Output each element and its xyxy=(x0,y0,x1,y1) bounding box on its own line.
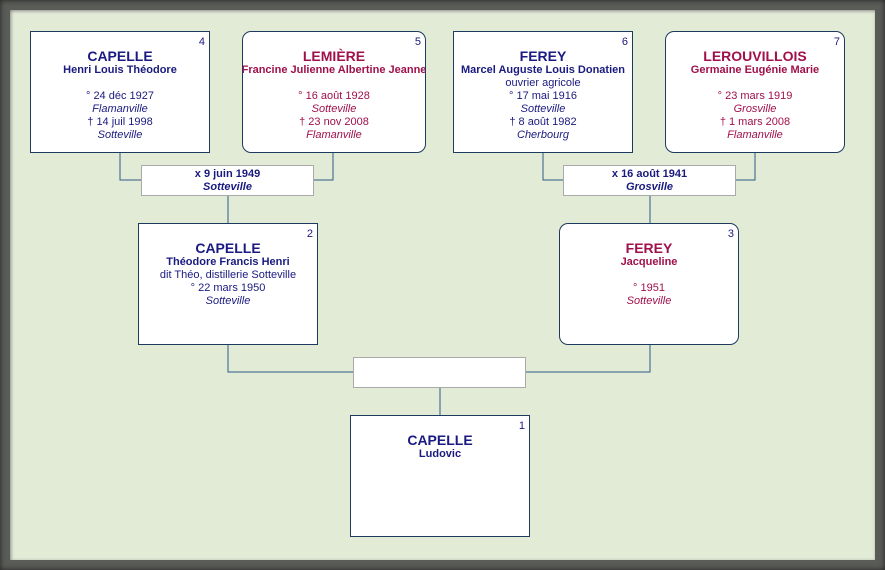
given-names: Henri Louis Théodore xyxy=(63,64,177,76)
birth-date: ° 16 août 1928 xyxy=(298,90,370,102)
person-card-4[interactable]: 4 CAPELLE Henri Louis Théodore ° 24 déc … xyxy=(30,31,210,153)
birth-place: Sotteville xyxy=(205,295,251,307)
marriage-date: x 9 juin 1949 xyxy=(194,168,261,180)
person-card-1[interactable]: 1 CAPELLE Ludovic xyxy=(350,415,530,537)
death-place: Sotteville xyxy=(97,129,143,141)
surname: LEROUVILLOIS xyxy=(703,48,807,64)
death-date: † 1 mars 2008 xyxy=(719,116,791,128)
birth-place: Sotteville xyxy=(311,103,357,115)
surname: FEREY xyxy=(625,240,673,256)
birth-date: ° 1951 xyxy=(633,282,665,294)
occupation: ouvrier agricole xyxy=(505,77,581,89)
marriage-box-4-5[interactable]: x 9 juin 1949 Sotteville xyxy=(141,165,314,196)
person-card-6[interactable]: 6 FEREY Marcel Auguste Louis Donatien ou… xyxy=(453,31,633,153)
person-card-3[interactable]: 3 FEREY Jacqueline ° 1951 Sotteville xyxy=(559,223,739,345)
sosa-number: 5 xyxy=(414,36,421,48)
surname: CAPELLE xyxy=(87,48,153,64)
marriage-date: x 16 août 1941 xyxy=(611,168,688,180)
given-names: Marcel Auguste Louis Donatien xyxy=(460,64,625,76)
given-names: Ludovic xyxy=(418,448,462,460)
surname: LEMIÈRE xyxy=(302,48,366,64)
birth-date: ° 24 déc 1927 xyxy=(85,90,154,102)
sosa-number: 4 xyxy=(198,36,205,48)
given-names-wrap: Francine Julienne Albertine Jeanne xyxy=(243,64,425,77)
given-names: Jacqueline xyxy=(620,256,678,268)
sosa-number: 6 xyxy=(621,36,628,48)
birth-place: Sotteville xyxy=(626,295,672,307)
sosa-number: 1 xyxy=(518,420,525,432)
death-place: Cherbourg xyxy=(517,129,569,141)
sosa-number: 7 xyxy=(833,36,840,48)
marriage-place: Sotteville xyxy=(203,181,252,193)
sosa-number: 3 xyxy=(727,228,734,240)
death-date: † 8 août 1982 xyxy=(509,116,577,128)
birth-date: ° 17 mai 1916 xyxy=(509,90,577,102)
birth-place: Sotteville xyxy=(520,103,566,115)
given-names: Germaine Eugénie Marie xyxy=(690,64,820,76)
given-names: Francine Julienne Albertine Jeanne xyxy=(243,64,425,76)
death-place: Flamanville xyxy=(306,129,362,141)
birth-place: Grosville xyxy=(733,103,777,115)
surname: CAPELLE xyxy=(195,240,261,256)
marriage-box-2-3[interactable] xyxy=(353,357,526,388)
person-card-2[interactable]: 2 CAPELLE Théodore Francis Henri dit Thé… xyxy=(138,223,318,345)
person-card-7[interactable]: 7 LEROUVILLOIS Germaine Eugénie Marie ° … xyxy=(665,31,845,153)
person-card-5[interactable]: 5 LEMIÈRE Francine Julienne Albertine Je… xyxy=(242,31,426,153)
birth-date: ° 22 mars 1950 xyxy=(190,282,266,294)
given-names: Théodore Francis Henri xyxy=(166,256,290,268)
surname: FEREY xyxy=(519,48,567,64)
sosa-number: 2 xyxy=(306,228,313,240)
death-place: Flamanville xyxy=(727,129,783,141)
birth-date: ° 23 mars 1919 xyxy=(717,90,793,102)
death-date: † 14 juil 1998 xyxy=(87,116,153,128)
marriage-box-6-7[interactable]: x 16 août 1941 Grosville xyxy=(563,165,736,196)
marriage-place: Grosville xyxy=(625,181,674,193)
surname: CAPELLE xyxy=(407,432,473,448)
death-date: † 23 nov 2008 xyxy=(299,116,369,128)
birth-place: Flamanville xyxy=(92,103,148,115)
nickname: dit Théo, distillerie Sotteville xyxy=(159,269,297,281)
